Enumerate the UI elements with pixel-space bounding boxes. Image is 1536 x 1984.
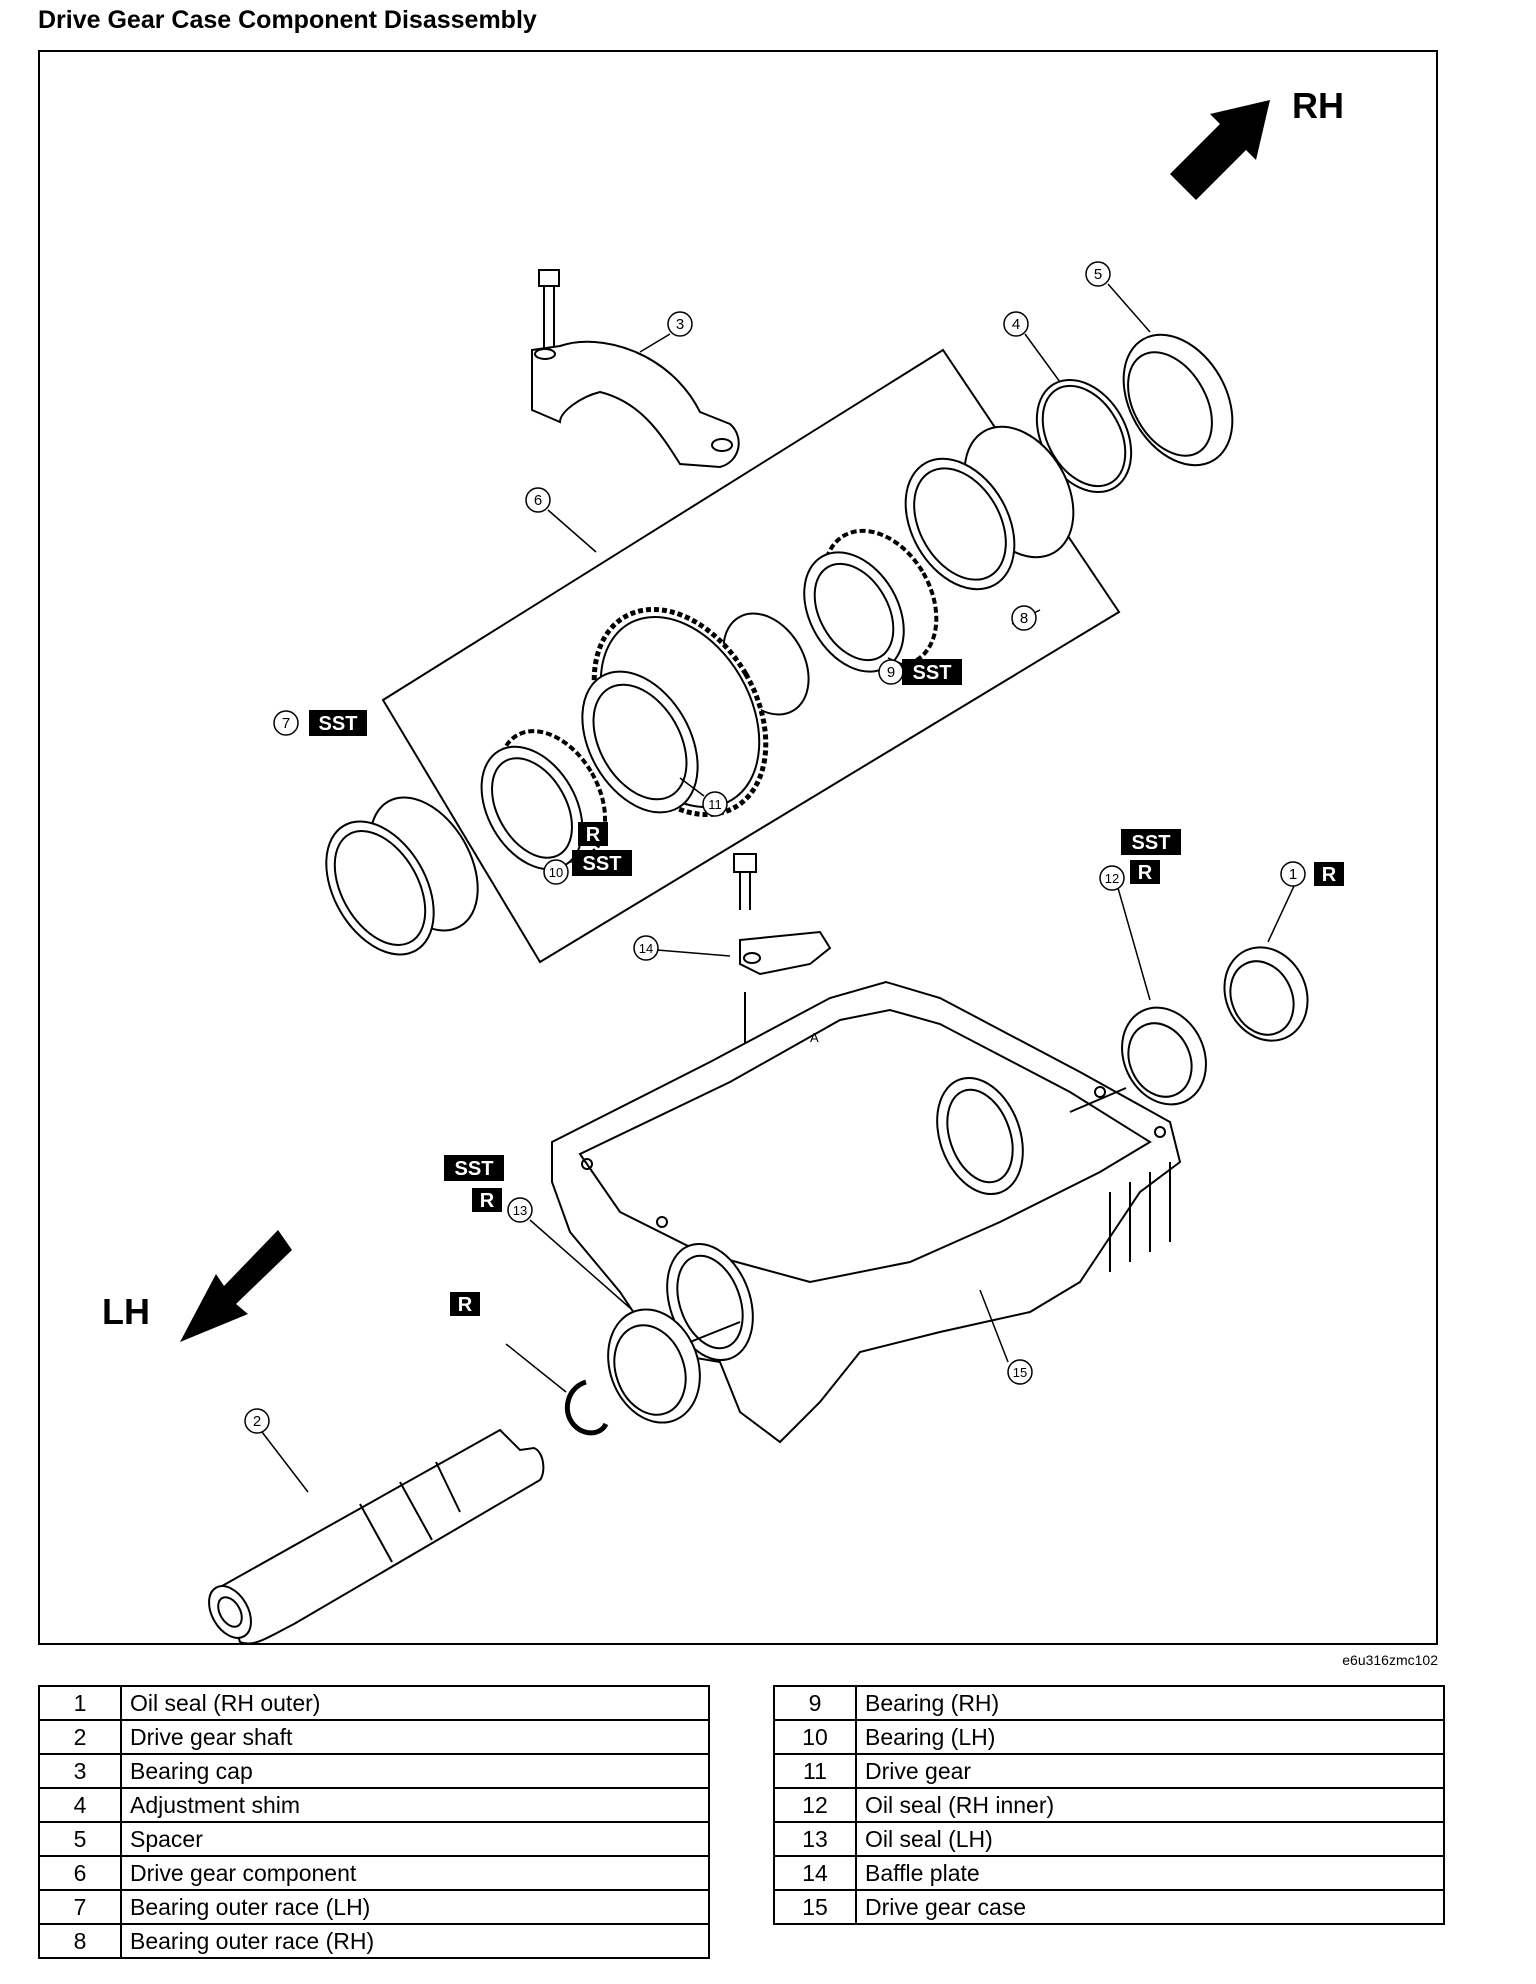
drive-gear-icon xyxy=(581,606,810,818)
tag-r-10: R xyxy=(586,824,601,846)
callout-5: 5 xyxy=(1094,266,1102,283)
callout-14: 14 xyxy=(639,941,653,956)
tag-r-1: R xyxy=(1322,864,1337,886)
lh-arrow-icon xyxy=(180,1230,292,1342)
lh-label: LH xyxy=(102,1291,150,1332)
legend-part-name: Oil seal (RH inner) xyxy=(855,1787,1445,1823)
callout-13: 13 xyxy=(513,1203,527,1218)
legend-number: 15 xyxy=(773,1889,857,1925)
bearing-cap-icon xyxy=(531,340,740,469)
tag-sst-12: SST xyxy=(1132,832,1171,854)
callout-4: 4 xyxy=(1012,316,1020,333)
callout-9: 9 xyxy=(887,664,895,681)
legend-part-name: Bearing (LH) xyxy=(855,1719,1445,1755)
legend-number: 5 xyxy=(38,1821,122,1857)
tag-sst-13: SST xyxy=(455,1158,494,1180)
legend-number: 13 xyxy=(773,1821,857,1857)
callout-10: 10 xyxy=(549,865,563,880)
legend-number: 11 xyxy=(773,1753,857,1789)
legend-number: 10 xyxy=(773,1719,857,1755)
callout-7: 7 xyxy=(282,715,290,732)
bearing-rh-icon xyxy=(803,528,939,673)
callout-1: 1 xyxy=(1289,866,1297,883)
tag-sst-7: SST xyxy=(319,713,358,735)
legend-number: 1 xyxy=(38,1685,122,1721)
legend-number: 8 xyxy=(38,1923,122,1959)
tag-sst-10: SST xyxy=(583,853,622,875)
legend-part-name: Baffle plate xyxy=(855,1855,1445,1891)
legend-part-name: Adjustment shim xyxy=(120,1787,710,1823)
drive-gear-component-boundary xyxy=(381,348,1121,964)
tag-sst-9: SST xyxy=(913,662,952,684)
callout-15: 15 xyxy=(1013,1365,1027,1380)
service-tags xyxy=(309,659,1344,1316)
legend-part-name: Bearing (RH) xyxy=(855,1685,1445,1721)
baffle-plate-icon xyxy=(739,930,832,976)
legend-number: 4 xyxy=(38,1787,122,1823)
tag-r-13: R xyxy=(480,1190,495,1212)
legend-part-name: Drive gear case xyxy=(855,1889,1445,1925)
legend-number: 2 xyxy=(38,1719,122,1755)
bearing-outer-race-lh-icon xyxy=(325,796,479,956)
clip-icon xyxy=(564,1379,609,1436)
callout-12: 12 xyxy=(1105,871,1119,886)
legend-part-name: Drive gear component xyxy=(120,1855,710,1891)
drive-gear-case-icon xyxy=(551,980,1182,1444)
legend-part-name: Oil seal (RH outer) xyxy=(120,1685,710,1721)
spacer-icon xyxy=(1122,333,1234,467)
tag-r-12: R xyxy=(1138,862,1153,884)
legend-number: 3 xyxy=(38,1753,122,1789)
legend-part-name: Drive gear xyxy=(855,1753,1445,1789)
callout-8: 8 xyxy=(1020,610,1028,627)
callout-2: 2 xyxy=(253,1413,261,1430)
page-title: Drive Gear Case Component Disassembly xyxy=(38,6,537,34)
exploded-view-figure: 1 2 3 4 5 6 7 8 9 10 11 12 13 14 15 SST … xyxy=(38,50,1438,1645)
bolt-top-icon xyxy=(538,269,560,352)
oil-seal-rh-inner-icon xyxy=(1069,1006,1207,1113)
rh-label: RH xyxy=(1292,85,1344,126)
legend-part-name: Oil seal (LH) xyxy=(855,1821,1445,1857)
bearing-outer-race-rh-icon xyxy=(904,425,1075,591)
legend-part-name: Bearing outer race (LH) xyxy=(120,1889,710,1925)
callout-3: 3 xyxy=(676,316,684,333)
callout-circles xyxy=(244,261,1306,1434)
case-mark-a: A xyxy=(810,1030,819,1045)
legend-part-name: Spacer xyxy=(120,1821,710,1857)
oil-seal-lh-icon xyxy=(607,1308,741,1424)
callout-11: 11 xyxy=(708,797,722,812)
callout-6: 6 xyxy=(534,492,542,509)
legend-part-name: Bearing cap xyxy=(120,1753,710,1789)
legend-number: 14 xyxy=(773,1855,857,1891)
legend-number: 7 xyxy=(38,1889,122,1925)
legend-part-name: Bearing outer race (RH) xyxy=(120,1923,710,1959)
legend-number: 9 xyxy=(773,1685,857,1721)
legend-part-name: Drive gear shaft xyxy=(120,1719,710,1755)
rh-arrow-icon xyxy=(1170,100,1270,200)
legend-number: 6 xyxy=(38,1855,122,1891)
drive-gear-shaft-icon xyxy=(208,1428,545,1645)
figure-id: e6u316zmc102 xyxy=(1342,1652,1438,1668)
tag-r-clip: R xyxy=(458,1294,473,1316)
oil-seal-rh-outer-icon xyxy=(1223,946,1309,1042)
legend-number: 12 xyxy=(773,1787,857,1823)
